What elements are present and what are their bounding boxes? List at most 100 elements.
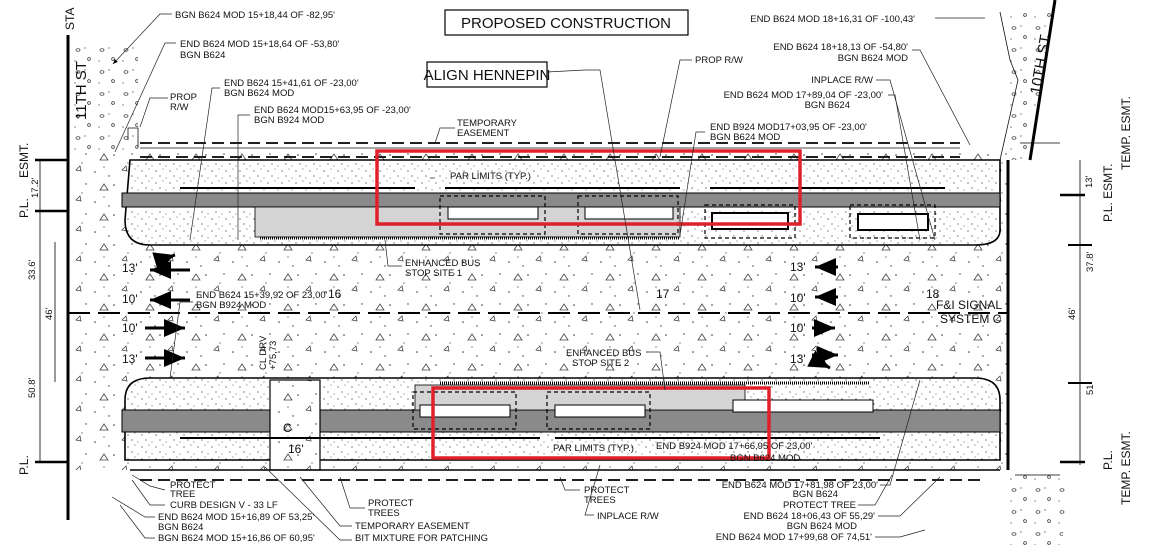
callout: BGN B924 MOD [196, 300, 266, 311]
callout: BGN B624 MOD 15+16,86 OF 60,95' [158, 533, 315, 544]
lane-width: 13' [790, 260, 806, 274]
callout: END B624 MOD 17+81,98 OF 23,00' [722, 480, 878, 491]
callout: INPLACE R/W [811, 75, 873, 86]
dim-17-2: 17.2' [30, 178, 41, 198]
callout: END B624 MOD 18+16,31 OF -100,43' [750, 14, 915, 25]
callout: BGN B624 [180, 50, 225, 61]
dim-37-8: 37.8' [1085, 252, 1096, 272]
callout: PROTECT [170, 480, 216, 491]
dim-46: 46' [44, 307, 55, 320]
callout: TREE [170, 489, 195, 500]
signal-label: F&I SIGNAL [936, 298, 1002, 312]
bus-shelter-1a [439, 195, 546, 235]
dim-33-6: 33.6' [27, 260, 38, 280]
callout: END B624 MOD 15+16,89 OF 53,25' [158, 512, 314, 523]
eleventh-street-label: 11TH ST [73, 61, 90, 120]
callout: END B624 MOD 17+89,04 OF -23,00' [724, 90, 884, 101]
pl-esmt-label: P.L. ESMT. [1101, 164, 1115, 222]
callout: BGN B624 [793, 489, 838, 500]
arrow-right-turn-icon [807, 350, 831, 370]
bus-shelter-2b [546, 391, 651, 430]
dimension-lines [35, 142, 1092, 476]
callout: END B624 18+06,43 OF 55,29' [744, 511, 876, 522]
station-17: 17 [656, 287, 670, 301]
callout: BGN B624 [158, 522, 203, 533]
callout: TEMPORARY [457, 118, 518, 129]
bus-stop-1-label: ENHANCED BUS [405, 258, 481, 269]
lane-arrows [145, 252, 838, 370]
callout: TEMPORARY EASEMENT [355, 521, 470, 532]
callout: PROTECT [368, 498, 414, 509]
callout: PROTECT TREE [783, 500, 856, 511]
callout: PROTECT [584, 485, 630, 496]
pl-label: P.L. [17, 455, 31, 475]
driveway [269, 379, 321, 471]
lane-width: 13' [790, 352, 806, 366]
callout: TREES [584, 495, 616, 506]
lane-width: 10' [122, 292, 138, 306]
tenth-street-south [1008, 470, 1070, 545]
planter-north-2 [849, 204, 936, 239]
callout: PROP [170, 92, 197, 103]
esmt-label: ESMT. [17, 143, 31, 178]
driveway-c-label: C [283, 421, 292, 435]
callout: BGN B624 MOD [787, 521, 857, 532]
callout: INPLACE R/W [597, 511, 659, 522]
pl-label: P.L. [1101, 450, 1115, 470]
callout: END B624 18+18,13 OF -54,80' [773, 42, 908, 53]
lane-width: 10' [122, 321, 138, 335]
callout: BGN B624 MOD 15+18,44 OF -82,95' [175, 10, 335, 21]
callout: END B624 MOD15+63,95 OF -23,00' [254, 105, 411, 116]
dim-51: 51' [1085, 382, 1096, 395]
proposed-construction-title: PROPOSED CONSTRUCTION [461, 15, 671, 32]
callout: BGN B624 MOD [224, 88, 294, 99]
tenth-street-area [1008, 10, 1055, 160]
callout: BIT MIXTURE FOR PATCHING [355, 533, 488, 544]
callout: TREES [368, 508, 400, 519]
dim-13: 13' [1084, 175, 1095, 188]
lane-width: 13' [122, 352, 138, 366]
lane-width: 13' [122, 261, 138, 275]
bus-shelter-2a [412, 391, 517, 430]
align-hennepin-box [426, 61, 548, 88]
bus-stop-1-label: STOP SITE 1 [405, 268, 462, 279]
align-hennepin-title: ALIGN HENNEPIN [424, 67, 551, 84]
callout: END B924 MOD17+03,95 OF -23,00' [710, 122, 867, 133]
par-limits-south [431, 386, 771, 460]
right-dimensions: TEMP. ESMT. P.L. ESMT. 13' 37.8' 46' 51'… [1067, 96, 1133, 505]
callout: R/W [170, 102, 189, 113]
callout: END B624 MOD 15+18,64 OF -53,80' [180, 39, 340, 50]
north-pavement-band [121, 192, 1001, 208]
driveway-label: CL DRV [258, 335, 269, 370]
station-18: 18 [926, 287, 940, 301]
bottom-callouts: PAR LIMITS (TYP.) END B924 MOD 17+66,95 … [158, 421, 878, 544]
dim-46: 46' [1067, 307, 1078, 320]
callout: PROP R/W [695, 55, 743, 66]
dim-50-8: 50.8' [27, 378, 38, 398]
driveway-label: +75,73 [268, 341, 279, 370]
par-limits-label: PAR LIMITS (TYP.) [450, 171, 531, 182]
station-16: 16 [328, 287, 342, 301]
callout: END B924 MOD 17+66,95 OF 23,00' [656, 441, 812, 452]
par-limits-label: PAR LIMITS (TYP.) [553, 443, 634, 454]
left-dimensions: ESMT. P.L. 17.2' 33.6' 46' 50.8' P.L. [17, 143, 55, 475]
callout: BGN B624 MOD [838, 53, 908, 64]
arrow-left-uturn-icon [152, 252, 176, 271]
temp-esmt-label: TEMP. ESMT. [1119, 96, 1133, 170]
callout: END B624 15+39,92 OF 23,00' [196, 290, 328, 301]
proposed-construction-box [444, 9, 689, 36]
callout: END B624 MOD 17+99,68 OF 74,51' [716, 532, 872, 543]
callout: EASEMENT [457, 128, 509, 139]
temp-esmt-label: TEMP. ESMT. [1119, 431, 1133, 505]
signal-label: SYSTEM C [940, 312, 1002, 326]
planter-north-1 [704, 204, 796, 239]
callout: BGN B624 [805, 100, 850, 111]
roadway-callouts: ENHANCED BUS STOP SITE 1 ENHANCED BUS ST… [122, 258, 1002, 370]
bus-stop-2-label: STOP SITE 2 [572, 358, 629, 369]
callout: CURB DESIGN V - 33 LF [170, 500, 278, 511]
driveway-width: 16' [288, 442, 304, 456]
bus-shelter-1b [577, 195, 679, 235]
lane-width: 10' [790, 321, 806, 335]
pl-label: P.L. [17, 198, 31, 218]
